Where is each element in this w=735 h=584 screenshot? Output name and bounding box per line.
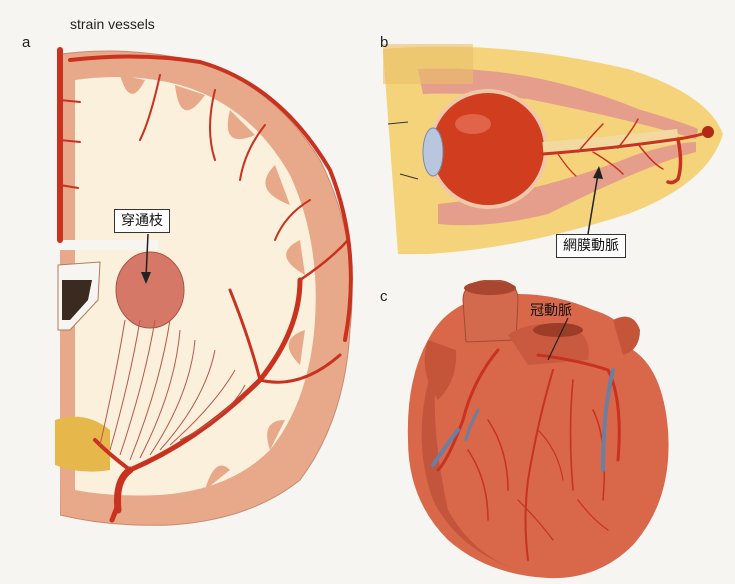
callout-perforating-branch: 穿通枝 xyxy=(114,209,170,233)
panel-letter-c: c xyxy=(380,288,388,305)
brain-illustration xyxy=(0,0,380,584)
panel-c-heart: c 冠動脈 xyxy=(378,280,735,584)
callout-coronary-artery: 冠動脈 xyxy=(524,300,578,322)
callout-retinal-artery: 網膜動脈 xyxy=(556,234,626,258)
carotid-node xyxy=(702,126,714,138)
heart-illustration xyxy=(378,280,735,584)
basal-ganglia xyxy=(116,252,184,328)
panel-letter-b: b xyxy=(380,34,388,51)
panel-a-brain-section: a 穿通枝 xyxy=(0,0,380,584)
eye-highlight xyxy=(455,114,491,134)
panel-b-eye-section: b 網膜動脈 xyxy=(378,24,735,286)
panel-letter-a: a xyxy=(22,34,30,51)
cornea xyxy=(423,128,443,176)
